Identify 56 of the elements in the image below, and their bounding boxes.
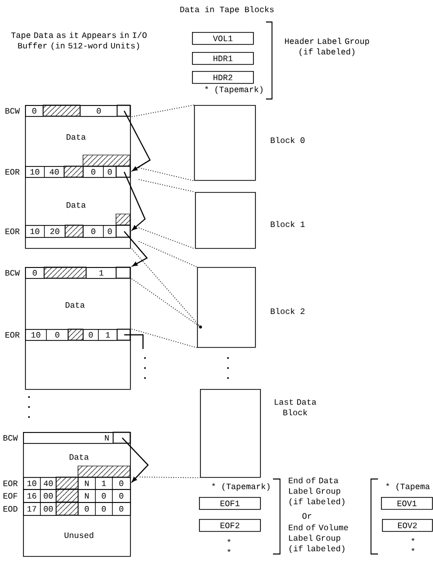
row-label: BCW <box>6 270 20 276</box>
table-cell: 10 <box>25 329 47 341</box>
table-cell: 17 <box>23 502 41 516</box>
table-cell: 0 <box>25 105 44 117</box>
block-label: Last Data Block <box>274 399 316 416</box>
area-label: Data <box>66 202 86 208</box>
star-label: * <box>228 539 230 542</box>
table-cell: 0 <box>103 166 117 178</box>
table-cell: 1 <box>98 329 118 341</box>
table-cell: 0 <box>95 502 113 516</box>
row-label: EOD <box>4 506 18 512</box>
block-label: Block 2 <box>270 308 304 314</box>
table-cell: 1 <box>95 477 113 490</box>
area-label: Data <box>70 454 89 460</box>
row-label: BCW <box>4 435 18 441</box>
table-cell: 40 <box>44 166 65 178</box>
table-cell: N <box>23 432 114 444</box>
star-label: * <box>412 548 414 551</box>
table-cell: 1 <box>86 267 117 279</box>
block-label: Block 1 <box>270 220 305 228</box>
table-cell: 0 <box>112 502 131 516</box>
table-cell: 0 <box>112 477 131 490</box>
area-label: Data <box>66 134 86 140</box>
tapemark-label: * (Tapemark) <box>212 483 270 491</box>
block-label: Block 0 <box>270 136 305 144</box>
table-cell: 0 <box>46 329 69 341</box>
row-label: EOR <box>6 228 20 234</box>
table-cell: 0 <box>78 502 96 516</box>
table-cell: 10 <box>25 225 45 238</box>
group-label: Header Label Group (if labeled) <box>285 38 370 56</box>
table-cell: 40 <box>40 477 57 490</box>
row-label: EOR <box>4 480 18 486</box>
area-label: Unused <box>64 532 94 538</box>
table-cell: 0 <box>25 267 45 279</box>
table-cell: 0 <box>83 225 104 238</box>
column-heading: Tape Data as it Appears in I/O Buffer (in 512-word Units) <box>11 32 147 50</box>
table-cell: 00 <box>40 502 57 516</box>
connective-word: Or <box>302 513 312 519</box>
table-cell: 10 <box>25 166 45 178</box>
table-cell: 0 <box>83 329 99 341</box>
group-label: End of Volume Label Group (if labeled) <box>288 524 348 553</box>
table-cell: 0 <box>80 105 118 117</box>
area-label: Data <box>66 302 85 308</box>
title: Data in Tape Blocks <box>180 6 274 14</box>
row-label: BCW <box>6 108 20 114</box>
star-label: * <box>228 549 230 552</box>
table-cell: N <box>78 477 96 490</box>
row-label: EOR <box>6 169 20 175</box>
tapemark-label: * (Tapemark) <box>205 86 262 94</box>
row-label: EOF <box>4 493 18 499</box>
table-cell: 10 <box>23 477 41 490</box>
table-cell: 20 <box>44 225 66 238</box>
row-label: EOR <box>6 332 20 338</box>
group-label: End of Data Label Group (if labeled) <box>288 477 344 506</box>
table-cell: 0 <box>103 225 117 238</box>
table-cell: 0 <box>83 166 104 178</box>
